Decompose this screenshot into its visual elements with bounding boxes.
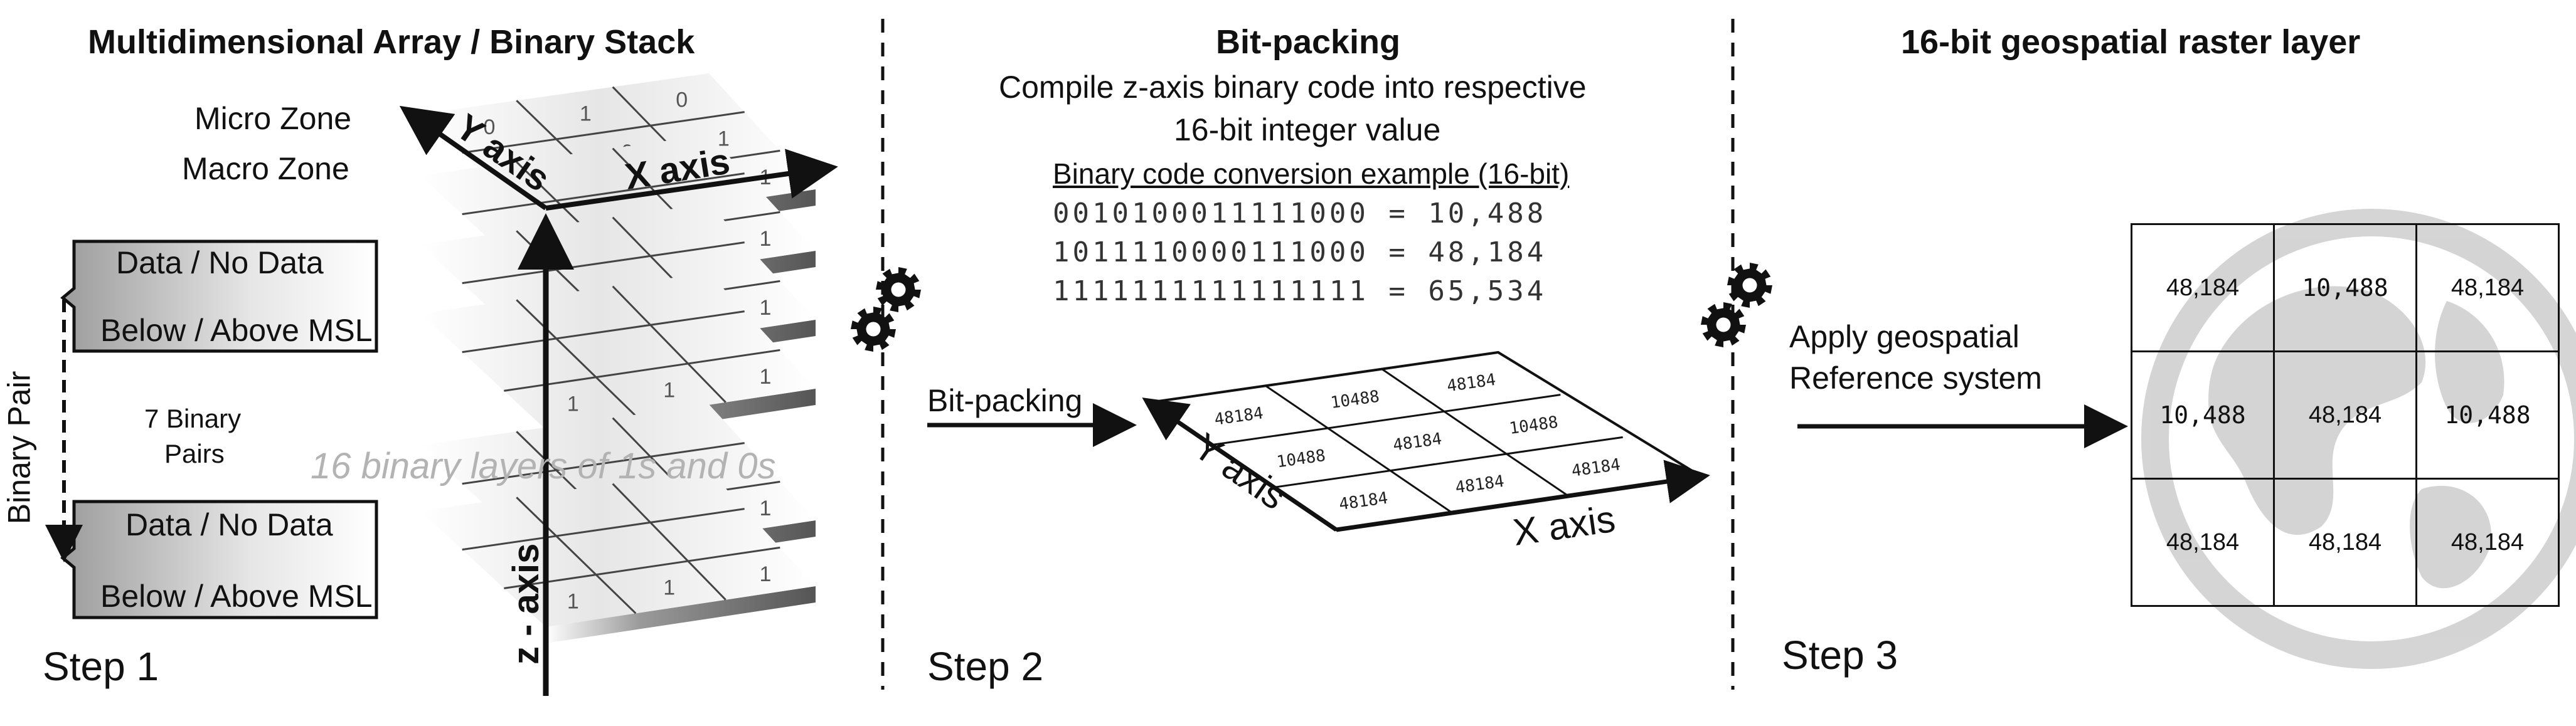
step1-title: Multidimensional Array / Binary Stack (88, 23, 695, 61)
layer-grid-line (462, 442, 745, 485)
seven-pairs-line1: 7 Binary (144, 404, 242, 433)
step3-title: 16-bit geospatial raster layer (1901, 23, 2361, 61)
raster-cell: 10,488 (2415, 350, 2560, 480)
micro-zone-label: Micro Zone (194, 101, 352, 136)
x-axis-arrow-step2 (1336, 460, 1710, 532)
pair-bottom-line1: Data / No Data (125, 507, 333, 542)
binary-row-2: 1011110000111000 = 48,184 (1053, 236, 1547, 268)
raster-cell: 48,184 (2273, 350, 2417, 480)
pair-bracket-top (60, 239, 378, 353)
gear-group-2 (1701, 263, 1772, 347)
x-axis-label-step2: X axis (1510, 498, 1617, 554)
gear-icon (1701, 302, 1746, 347)
layer-bit-value: 0 (484, 115, 496, 139)
example-heading: Binary code conversion example (16-bit) (1053, 157, 1570, 190)
raster-cell: 48,184 (2415, 223, 2560, 352)
pair-bottom-line2: Below / Above MSL (100, 579, 373, 614)
packed-grid-line (1381, 368, 1570, 497)
layer-bit-value: 1 (760, 562, 772, 586)
step2-subtitle-line2: 16-bit integer value (1174, 112, 1441, 147)
layer-bit-value: 1 (567, 392, 579, 416)
layer-bit-value: 1 (718, 127, 730, 150)
binary-layer-stack: 010101011111111111111111 (420, 73, 816, 643)
binary-layer: 1 1 1 (420, 470, 816, 643)
layer-grid-line (612, 285, 726, 403)
globe-icon (2141, 209, 2576, 669)
sixteen-layers-label: 16 binary layers of 1s and 0s (311, 446, 776, 487)
layer-bit-value: 1 (567, 589, 579, 613)
layer-bit-value: 1 (760, 296, 772, 320)
step1-label: Step 1 (43, 644, 159, 689)
layer-grid-line (516, 497, 637, 614)
binary-pair-label: Binary Pair (1, 371, 37, 525)
layer-grid-line (516, 299, 637, 417)
step3-label: Step 3 (1782, 633, 1898, 678)
layer-grid-line (612, 483, 726, 601)
layer-bit-value: 1 (580, 102, 592, 125)
step2-title: Bit-packing (1216, 23, 1401, 61)
x-axis-arrow-step1 (545, 149, 838, 211)
packed-grid-line (1274, 436, 1623, 488)
gear-icon (876, 267, 921, 312)
pair-top-line2: Below / Above MSL (100, 313, 373, 348)
apply-line2: Reference system (1789, 360, 2042, 396)
gear-group-1 (851, 267, 921, 352)
layer-bit-value: 1 (760, 227, 772, 251)
macro-zone-label: Macro Zone (182, 151, 349, 186)
bit-packing-label: Bit-packing (927, 383, 1083, 418)
raster-cell: 10,488 (2131, 350, 2275, 480)
y-axis-arrow-step1 (399, 105, 548, 211)
raster-cell: 48,184 (2131, 478, 2275, 607)
seven-pairs-line2: Pairs (164, 439, 225, 468)
step2-subtitle-line1: Compile z-axis binary code into respecti… (999, 70, 1587, 105)
gear-icon (851, 307, 896, 352)
apply-line1: Apply geospatial (1789, 319, 2020, 354)
layer-grid-line (504, 546, 780, 589)
packed-grid-line (1265, 385, 1454, 514)
layer-grid-line (462, 241, 745, 285)
raster-cell: 48,184 (2273, 478, 2417, 607)
layer-bit-value: 1 (760, 497, 772, 520)
layer-grid-line (462, 172, 745, 216)
gear-icon (1727, 263, 1772, 308)
packed-grid: 4818410488481841048848184104884818448184… (1146, 350, 1705, 532)
layer-grid-line (504, 349, 780, 392)
binary-row-3: 1111111111111111 = 65,534 (1053, 275, 1547, 307)
layer-edge (546, 586, 816, 643)
raster-cell: 48,184 (2415, 478, 2560, 607)
layer-grid-line (462, 310, 745, 354)
layer-bit-value: 1 (663, 379, 675, 402)
layer-bit-value: 1 (663, 576, 675, 600)
layer-grid-line (462, 508, 745, 551)
raster-cell: 48,184 (2131, 223, 2275, 352)
z-axis-label: z - axis (506, 544, 546, 665)
step2-label: Step 2 (927, 644, 1044, 689)
pair-top-line1: Data / No Data (116, 245, 324, 280)
layer-face (420, 273, 816, 429)
binary-row-1: 0010100011111000 = 10,488 (1053, 197, 1547, 229)
packed-grid-line (1211, 394, 1561, 446)
layer-bit-value: 0 (676, 88, 688, 112)
layer-face (420, 470, 816, 627)
raster-cell: 10,488 (2273, 223, 2417, 352)
layer-bit-value: 1 (760, 365, 772, 389)
layer-grid-line (462, 111, 745, 154)
y-axis-arrow-step2 (1142, 397, 1338, 532)
